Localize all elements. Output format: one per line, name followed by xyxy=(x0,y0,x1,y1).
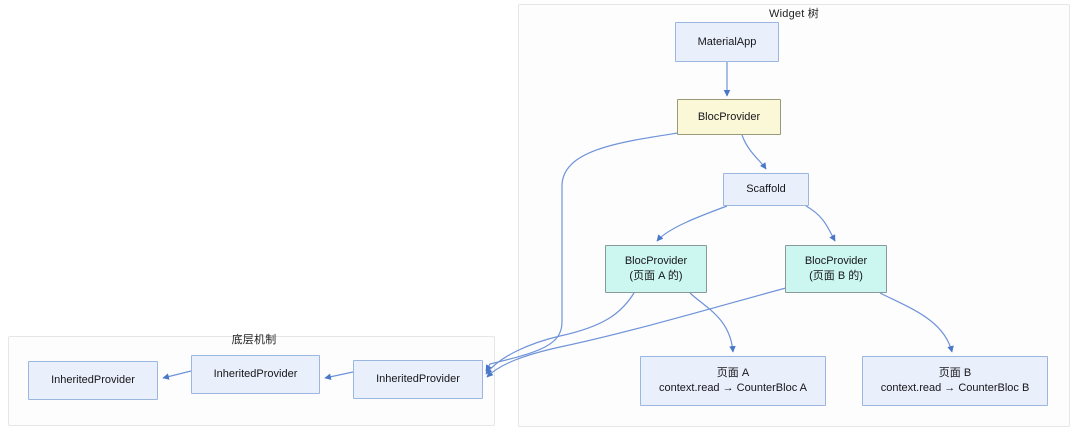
edge-scaffold-blocprovider-a xyxy=(656,205,728,242)
node-blocprovider-a[interactable]: BlocProvider (页面 A 的) xyxy=(605,245,707,293)
edge-inherited-2-inherited-1 xyxy=(162,370,192,380)
node-scaffold-label: Scaffold xyxy=(746,183,786,195)
node-materialapp[interactable]: MaterialApp xyxy=(675,22,779,62)
node-inherited-provider-3-label: InheritedProvider xyxy=(376,373,460,385)
edge-blocprovider-a-page-a xyxy=(689,292,736,353)
edge-blocprovider-b-inherited-3 xyxy=(486,287,787,378)
node-inherited-provider-1-label: InheritedProvider xyxy=(51,374,135,386)
node-blocprovider-b-label: BlocProvider xyxy=(804,255,868,267)
edge-blocprovider-root-inherited-3 xyxy=(485,132,679,372)
node-blocprovider-root-label: BlocProvider xyxy=(697,110,761,123)
node-blocprovider-a-label: BlocProvider xyxy=(624,255,688,267)
node-page-a-sublabel: context.read → CounterBloc A xyxy=(659,382,807,394)
edge-inherited-3-inherited-2 xyxy=(324,371,354,380)
node-page-a[interactable]: 页面 A context.read → CounterBloc A xyxy=(640,356,826,406)
node-page-a-label: 页面 A xyxy=(716,367,750,379)
node-blocprovider-a-sublabel: (页面 A 的) xyxy=(629,270,683,282)
panel-underlying-mechanism-title: 底层机制 xyxy=(231,334,277,346)
panel-widget-tree-title: Widget 树 xyxy=(769,8,819,20)
node-inherited-provider-3[interactable]: InheritedProvider xyxy=(353,360,483,399)
edge-scaffold-blocprovider-b xyxy=(805,205,836,242)
node-materialapp-label: MaterialApp xyxy=(697,35,757,48)
edge-blocprovider-scaffold xyxy=(741,134,767,170)
node-page-b-label: 页面 B xyxy=(938,367,972,379)
edge-blocprovider-b-page-b xyxy=(879,292,954,353)
node-blocprovider-b[interactable]: BlocProvider (页面 B 的) xyxy=(785,245,887,293)
node-inherited-provider-1[interactable]: InheritedProvider xyxy=(28,361,158,400)
node-page-b[interactable]: 页面 B context.read → CounterBloc B xyxy=(862,356,1048,406)
node-inherited-provider-2[interactable]: InheritedProvider xyxy=(191,355,320,394)
node-inherited-provider-2-label: InheritedProvider xyxy=(213,368,298,380)
node-blocprovider-root[interactable]: BlocProvider xyxy=(677,99,781,135)
edge-blocprovider-a-inherited-3 xyxy=(485,292,635,375)
node-scaffold[interactable]: Scaffold xyxy=(723,173,809,206)
node-blocprovider-b-sublabel: (页面 B 的) xyxy=(809,270,863,282)
node-page-b-sublabel: context.read → CounterBloc B xyxy=(880,382,1030,394)
